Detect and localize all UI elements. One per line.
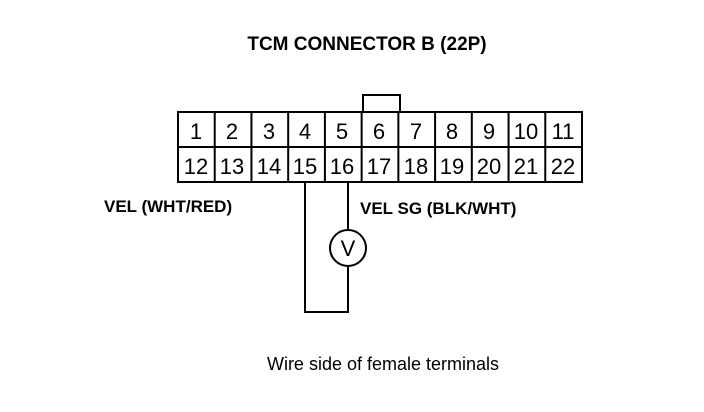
positive-probe-wire [304, 182, 349, 313]
positive-probe-label: VEL (WHT/RED) [104, 197, 232, 216]
voltmeter-symbol: V [341, 236, 356, 261]
terminal-9: 9 [483, 119, 495, 144]
terminal-2: 2 [226, 119, 238, 144]
terminal-13: 13 [220, 154, 244, 179]
negative-probe-label: VEL SG (BLK/WHT) [360, 199, 516, 218]
terminal-22: 22 [551, 154, 575, 179]
terminal-3: 3 [263, 119, 275, 144]
terminal-1: 1 [190, 119, 202, 144]
terminal-12: 12 [184, 154, 208, 179]
terminal-19: 19 [440, 154, 464, 179]
terminal-17: 17 [367, 154, 391, 179]
connector-top-row: 1 2 3 4 5 6 7 8 9 10 11 [190, 119, 575, 144]
diagram-title: TCM CONNECTOR B (22P) [247, 34, 486, 55]
terminal-6: 6 [373, 119, 385, 144]
terminal-20: 20 [477, 154, 501, 179]
connector-cell-dividers [213, 112, 547, 182]
voltmeter-icon: V [329, 229, 367, 267]
probe-wires [304, 182, 349, 313]
terminal-16: 16 [330, 154, 354, 179]
connector-lock-tab [362, 94, 401, 113]
terminal-5: 5 [336, 119, 348, 144]
terminal-21: 21 [514, 154, 538, 179]
terminal-10: 10 [514, 119, 538, 144]
connector-bottom-row: 12 13 14 15 16 17 18 19 20 21 22 [184, 154, 575, 179]
terminal-4: 4 [299, 119, 311, 144]
terminal-11: 11 [552, 119, 575, 144]
terminal-7: 7 [410, 119, 422, 144]
terminal-14: 14 [257, 154, 281, 179]
terminal-8: 8 [446, 119, 458, 144]
diagram-caption: Wire side of female terminals [267, 354, 499, 374]
terminal-18: 18 [404, 154, 428, 179]
terminal-15: 15 [293, 154, 317, 179]
